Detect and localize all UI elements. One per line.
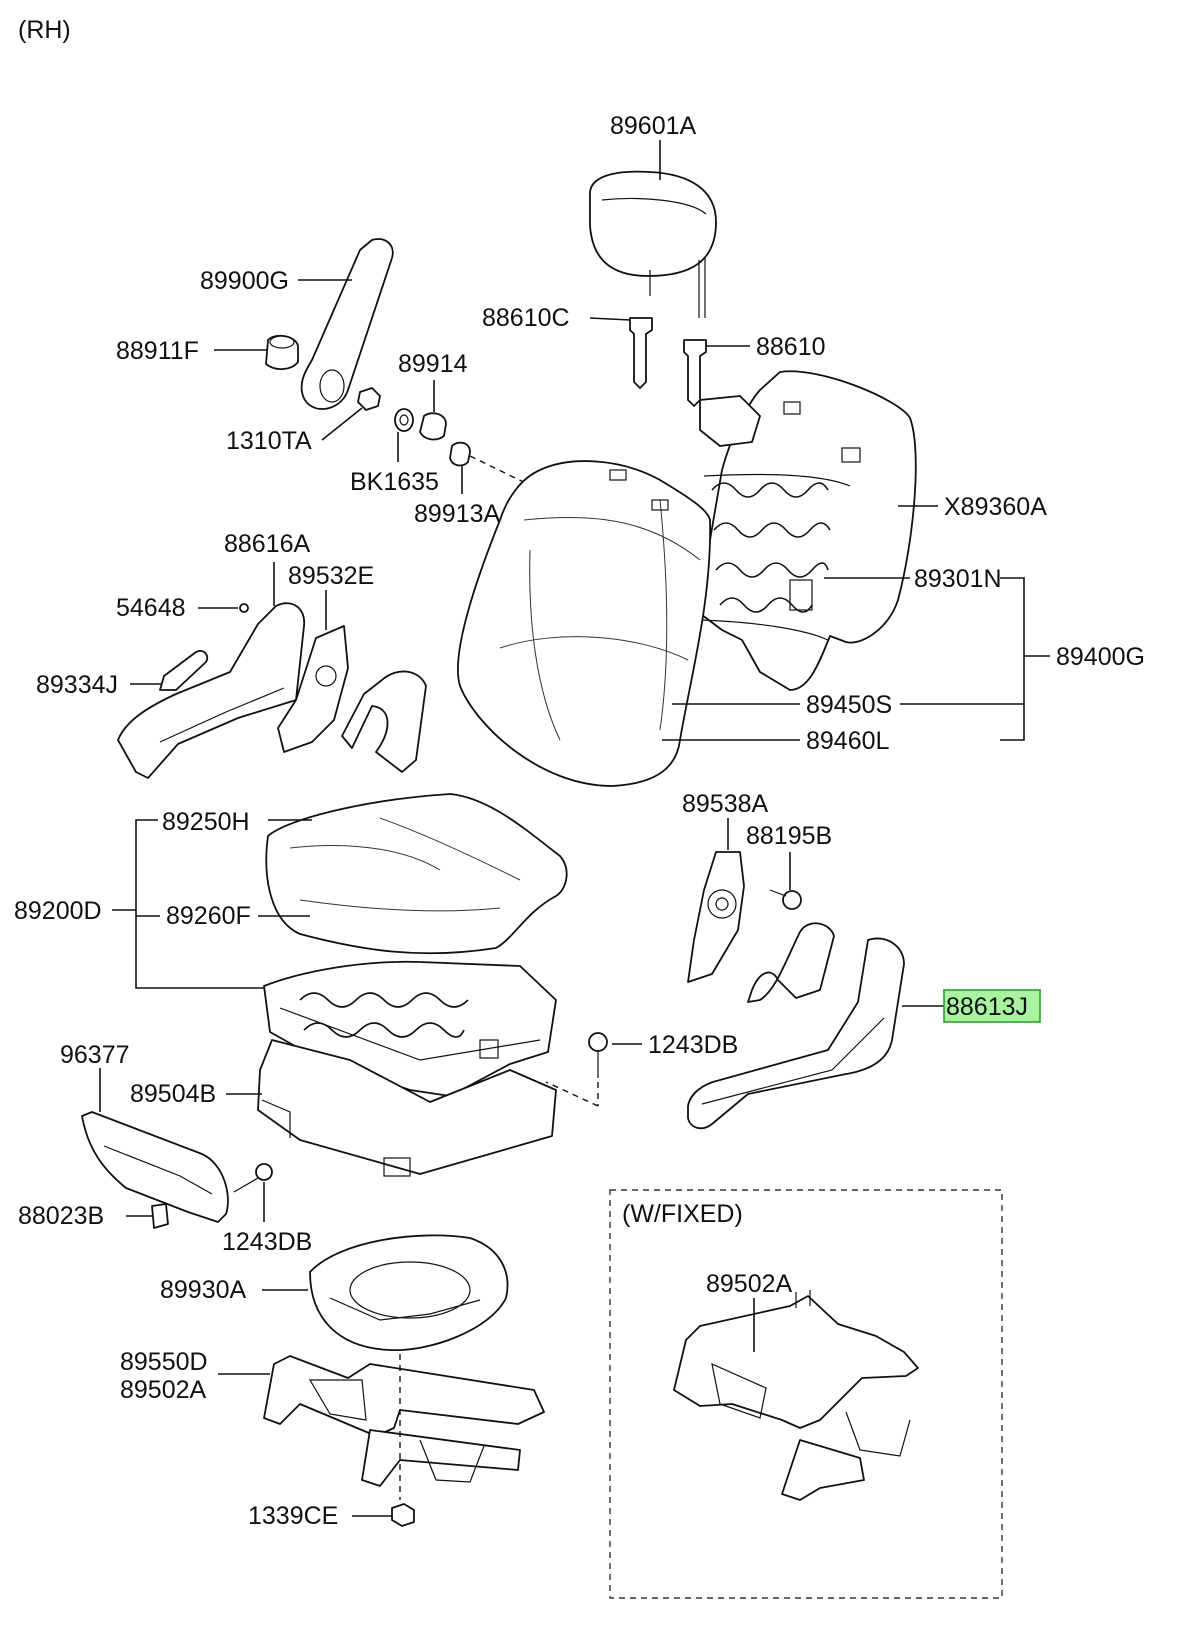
- label-1243DB-right: 1243DB: [648, 1031, 738, 1059]
- label-88610C: 88610C: [482, 304, 570, 332]
- label-89550D: 89550D: [120, 1348, 208, 1376]
- label-1310TA: 1310TA: [226, 427, 312, 455]
- seat-track-main[interactable]: [263, 1355, 545, 1487]
- clip-54648[interactable]: [239, 603, 249, 613]
- seat-back-frame[interactable]: [689, 370, 917, 691]
- nut-1310TA[interactable]: [357, 387, 381, 411]
- bushing-89913A[interactable]: [449, 441, 471, 467]
- label-89502A-main: 89502A: [120, 1376, 207, 1404]
- label-89260F: 89260F: [166, 902, 251, 930]
- label-88911F: 88911F: [116, 337, 199, 365]
- recliner-shield[interactable]: [341, 670, 427, 773]
- bushing-89914[interactable]: [419, 412, 447, 441]
- cap-88023B[interactable]: [151, 1203, 169, 1229]
- label-89450S: 89450S: [806, 691, 892, 719]
- headrest-guide-88610[interactable]: [683, 339, 707, 407]
- washer-BK1635[interactable]: [394, 408, 414, 432]
- label-89538A: 89538A: [682, 790, 769, 818]
- armrest-cap[interactable]: [265, 334, 299, 370]
- label-89502A-fixed: 89502A: [706, 1270, 793, 1298]
- swivel-plate-89930A[interactable]: [309, 1234, 509, 1351]
- label-89601A: 89601A: [610, 112, 697, 140]
- label-54648: 54648: [116, 594, 186, 622]
- label-89913A: 89913A: [414, 500, 501, 528]
- recliner-89538A[interactable]: [687, 851, 745, 983]
- fixed-variant-title: (W/FIXED): [622, 1200, 743, 1228]
- seat-cushion[interactable]: [265, 793, 568, 955]
- label-89532E: 89532E: [288, 562, 374, 590]
- label-89900G: 89900G: [200, 267, 289, 295]
- seat-pan-89504B[interactable]: [257, 1039, 557, 1177]
- highlight-88613J[interactable]: [943, 989, 1041, 1023]
- seat-track-fixed[interactable]: [673, 1290, 919, 1501]
- label-88613J: 88613J: [946, 993, 1028, 1021]
- label-1243DB-left: 1243DB: [222, 1228, 312, 1256]
- recliner-shield-right[interactable]: [747, 922, 835, 1003]
- armrest[interactable]: [300, 238, 394, 410]
- label-88610: 88610: [756, 333, 826, 361]
- bolt-1243DB-right[interactable]: [588, 1032, 608, 1078]
- label-89504B: 89504B: [130, 1080, 216, 1108]
- seat-back-cushion[interactable]: [457, 460, 711, 787]
- variant-label: (RH): [18, 16, 71, 44]
- label-89334J: 89334J: [36, 671, 118, 699]
- label-89200D: 89200D: [14, 897, 102, 925]
- label-1339CE: 1339CE: [248, 1502, 338, 1530]
- label-89914: 89914: [398, 350, 468, 378]
- headrest-guide-88610C[interactable]: [629, 317, 653, 389]
- label-BK1635: BK1635: [350, 468, 439, 496]
- label-89460L: 89460L: [806, 727, 890, 755]
- label-89250H: 89250H: [162, 808, 250, 836]
- label-88023B: 88023B: [18, 1202, 104, 1230]
- recliner-89532E[interactable]: [277, 625, 349, 753]
- headrest[interactable]: [589, 170, 717, 318]
- switch-89334J[interactable]: [159, 650, 209, 691]
- label-96377: 96377: [60, 1041, 130, 1069]
- label-88616A: 88616A: [224, 530, 311, 558]
- label-89400G: 89400G: [1056, 643, 1145, 671]
- side-cover-88613J[interactable]: [687, 937, 905, 1130]
- bolt-1243DB-left[interactable]: [233, 1163, 273, 1193]
- nut-1339CE[interactable]: [391, 1503, 415, 1527]
- trim-96377[interactable]: [81, 1111, 229, 1223]
- side-cover-88616A[interactable]: [117, 602, 305, 779]
- fixed-variant-frame: [609, 1189, 1003, 1599]
- label-88195B: 88195B: [746, 822, 832, 850]
- label-89301N: 89301N: [914, 565, 1002, 593]
- label-X89360A: X89360A: [944, 493, 1047, 521]
- bolt-88195B[interactable]: [769, 889, 802, 910]
- label-89930A: 89930A: [160, 1276, 247, 1304]
